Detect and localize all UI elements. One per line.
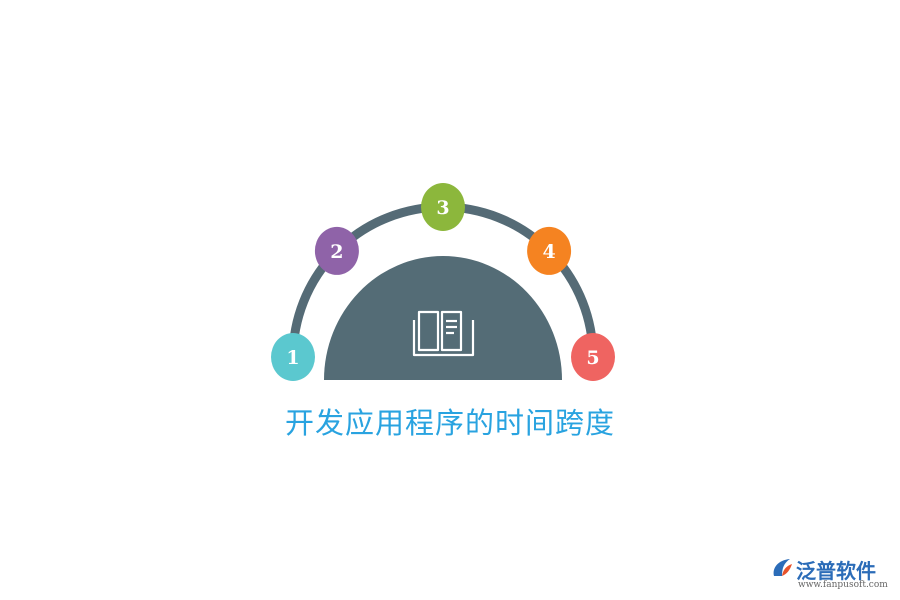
step-circle — [314, 226, 359, 275]
step-circle — [271, 333, 315, 381]
step-number: 4 — [542, 241, 555, 263]
step-circle — [571, 333, 615, 381]
step-marker-5: 5 — [571, 333, 615, 381]
step-number: 3 — [436, 197, 449, 219]
fanpu-logo-icon — [773, 559, 792, 576]
step-number: 2 — [330, 241, 343, 263]
brand-watermark: 泛普软件 www.fanpusoft.com — [770, 555, 895, 595]
step-circle — [421, 183, 465, 231]
step-marker-4: 4 — [527, 226, 572, 275]
step-marker-3: 3 — [421, 183, 465, 231]
brand-name: 泛普软件 — [796, 559, 876, 583]
step-number: 5 — [586, 347, 599, 369]
step-markers: 1 2 3 4 5 — [271, 183, 615, 381]
step-marker-2: 2 — [314, 226, 359, 275]
step-circle — [527, 226, 572, 275]
open-book-icon — [412, 310, 475, 357]
step-number: 1 — [286, 347, 299, 369]
step-marker-1: 1 — [271, 333, 315, 381]
diagram-title: 开发应用程序的时间跨度 — [284, 406, 615, 440]
brand-url: www.fanpusoft.com — [798, 580, 888, 590]
